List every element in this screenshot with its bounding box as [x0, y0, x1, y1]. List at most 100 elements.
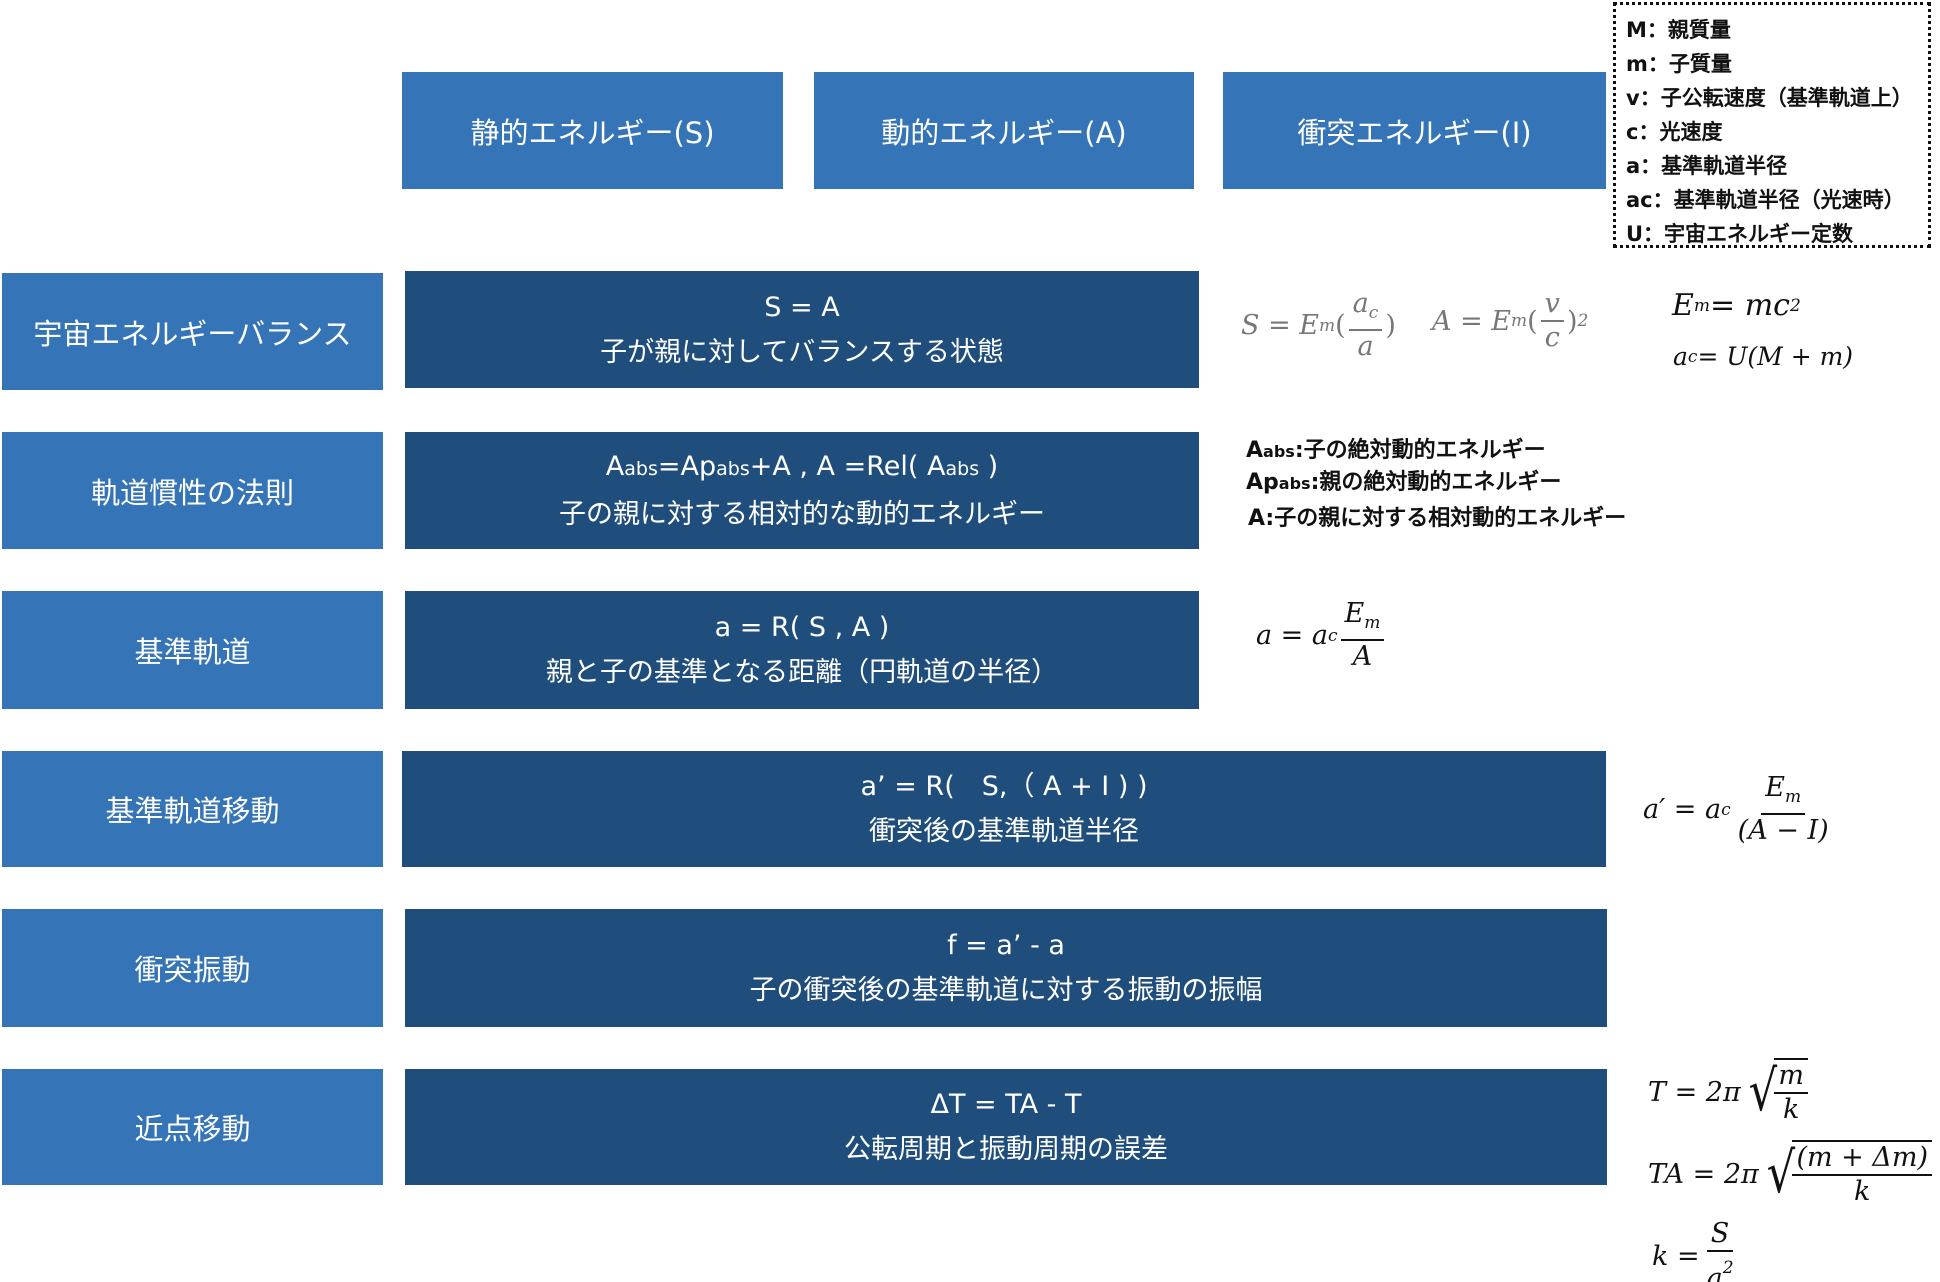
denominator: k [1854, 1176, 1871, 1207]
fraction: (m + Δm)k [1792, 1140, 1932, 1208]
variable-legend: M：親質量 m：子質量 v：子公転速度（基準軌道上） c：光速度 a：基準軌道半… [1613, 2, 1931, 248]
note-symbol: A [1246, 438, 1264, 463]
header-static-energy: 静的エネルギー(S) [402, 72, 783, 189]
formula-part: ) [1566, 305, 1578, 337]
row-label: 基準軌道移動 [105, 794, 280, 828]
row-label-perihelion-shift: 近点移動 [2, 1069, 383, 1185]
formula-subscript: abs [716, 458, 750, 480]
denominator: A [1352, 641, 1373, 672]
row-formula: a’ = R( S,（ A + I ) ) [860, 771, 1148, 802]
formula-part: S = E [1241, 310, 1319, 341]
numerator: v [1540, 288, 1564, 322]
note-text: :親の絶対動的エネルギー [1310, 470, 1562, 495]
header-dynamic-energy: 動的エネルギー(A) [814, 72, 1194, 189]
note-parent-absolute-energy: Apabs:親の絶対動的エネルギー [1246, 464, 1561, 496]
formula-subscript: abs [624, 458, 658, 480]
row-description: 子の親に対する相対的な動的エネルギー [559, 499, 1045, 530]
row-formula: Aabs=Apabs+A , A =Rel( Aabs ) [606, 444, 998, 492]
row-content-energy-balance: S = A 子が親に対してバランスする状態 [405, 271, 1199, 388]
formula-part: = mc [1710, 288, 1790, 323]
row-description: 公転周期と振動周期の誤差 [844, 1134, 1168, 1165]
row-formula: ΔT = TA - T [930, 1089, 1082, 1120]
numerator: (m + Δm) [1792, 1142, 1932, 1176]
row-description: 子が親に対してバランスする状態 [600, 336, 1004, 368]
formula-part: a = a [1256, 620, 1328, 651]
row-label-collision-vibration: 衝突振動 [2, 909, 383, 1027]
formula-part: ) [1385, 310, 1396, 341]
note-relative-energy: A:子の親に対する相対動的エネルギー [1248, 500, 1626, 532]
legend-item: M：親質量 [1626, 18, 1731, 42]
numerator: m [1774, 1060, 1809, 1094]
header-label: 衝突エネルギー(I) [1297, 115, 1532, 150]
row-content-orbit-shift: a’ = R( S,（ A + I ) ) 衝突後の基準軌道半径 [402, 751, 1606, 867]
formula-part: A = E [1432, 305, 1511, 337]
denominator: c [1544, 322, 1560, 353]
row-label: 宇宙エネルギーバランス [33, 316, 352, 351]
row-content-perihelion-shift: ΔT = TA - T 公転周期と振動周期の誤差 [405, 1069, 1607, 1185]
formula-part: ( [1527, 305, 1538, 337]
formula-part: = U(M + m) [1697, 342, 1854, 371]
header-label: 動的エネルギー(A) [881, 115, 1127, 150]
row-label: 近点移動 [134, 1112, 251, 1146]
formula-superscript: 2 [1577, 311, 1589, 331]
formula-subscript: m [1364, 613, 1381, 633]
sqrt-icon: √ [1766, 1141, 1795, 1206]
formula-part: ) [979, 451, 999, 482]
formula-part: TA = 2π [1648, 1158, 1759, 1190]
formula-subscript: m [1693, 295, 1711, 316]
row-formula: a = R( S , A ) [714, 612, 890, 643]
formula-part: +A , A =Rel( A [749, 451, 946, 482]
formula-part: ( [1335, 310, 1346, 341]
row-label-energy-balance: 宇宙エネルギーバランス [2, 273, 383, 390]
formula-superscript: 2 [1722, 1258, 1734, 1278]
formula-vibration-period: TA = 2π√ (m + Δm)k [1648, 1140, 1935, 1208]
numerator: E [1765, 772, 1785, 803]
legend-item: m：子質量 [1626, 52, 1732, 76]
formula-part: k = [1652, 1241, 1700, 1272]
header-collision-energy: 衝突エネルギー(I) [1223, 72, 1606, 189]
formula-subscript: m [1784, 787, 1802, 807]
legend-item: a：基準軌道半径 [1626, 154, 1788, 178]
denominator: a [1706, 1263, 1723, 1282]
row-formula: f = a’ - a [947, 930, 1065, 961]
formula-subscript: m [1511, 311, 1528, 331]
legend-item: c：光速度 [1626, 120, 1723, 144]
formula-superscript: 2 [1789, 295, 1801, 316]
formula-part: T = 2π [1648, 1076, 1741, 1108]
row-description: 衝突後の基準軌道半径 [869, 816, 1139, 847]
note-subscript: abs [1263, 442, 1295, 461]
numerator: a [1352, 288, 1369, 319]
note-subscript: abs [1278, 474, 1311, 493]
row-content-orbital-inertia: Aabs=Apabs+A , A =Rel( Aabs ) 子の親に対する相対的… [405, 432, 1199, 549]
row-content-reference-orbit: a = R( S , A ) 親と子の基準となる距離（円軌道の半径） [405, 591, 1199, 709]
row-content-collision-vibration: f = a’ - a 子の衝突後の基準軌道に対する振動の振幅 [405, 909, 1607, 1027]
legend-item: U：宇宙エネルギー定数 [1626, 222, 1854, 246]
header-label: 静的エネルギー(S) [470, 115, 715, 150]
note-text: A:子の親に対する相対動的エネルギー [1248, 506, 1627, 531]
formula-subscript: m [1319, 315, 1336, 336]
row-formula: S = A [764, 291, 840, 323]
row-label-orbit-shift: 基準軌道移動 [2, 751, 383, 867]
formula-part: a [1673, 342, 1688, 371]
legend-item: v：子公転速度（基準軌道上） [1626, 86, 1913, 110]
row-label-orbital-inertia: 軌道慣性の法則 [2, 432, 383, 549]
sqrt-icon: √ [1748, 1059, 1777, 1124]
row-label: 衝突振動 [134, 953, 251, 987]
legend-item: ac：基準軌道半径（光速時） [1626, 188, 1905, 212]
formula-part: A [605, 451, 625, 482]
formula-part: =Ap [657, 451, 717, 482]
numerator: E [1344, 598, 1365, 629]
formula-part: E [1672, 288, 1694, 323]
formula-subscript: c [1368, 303, 1379, 323]
